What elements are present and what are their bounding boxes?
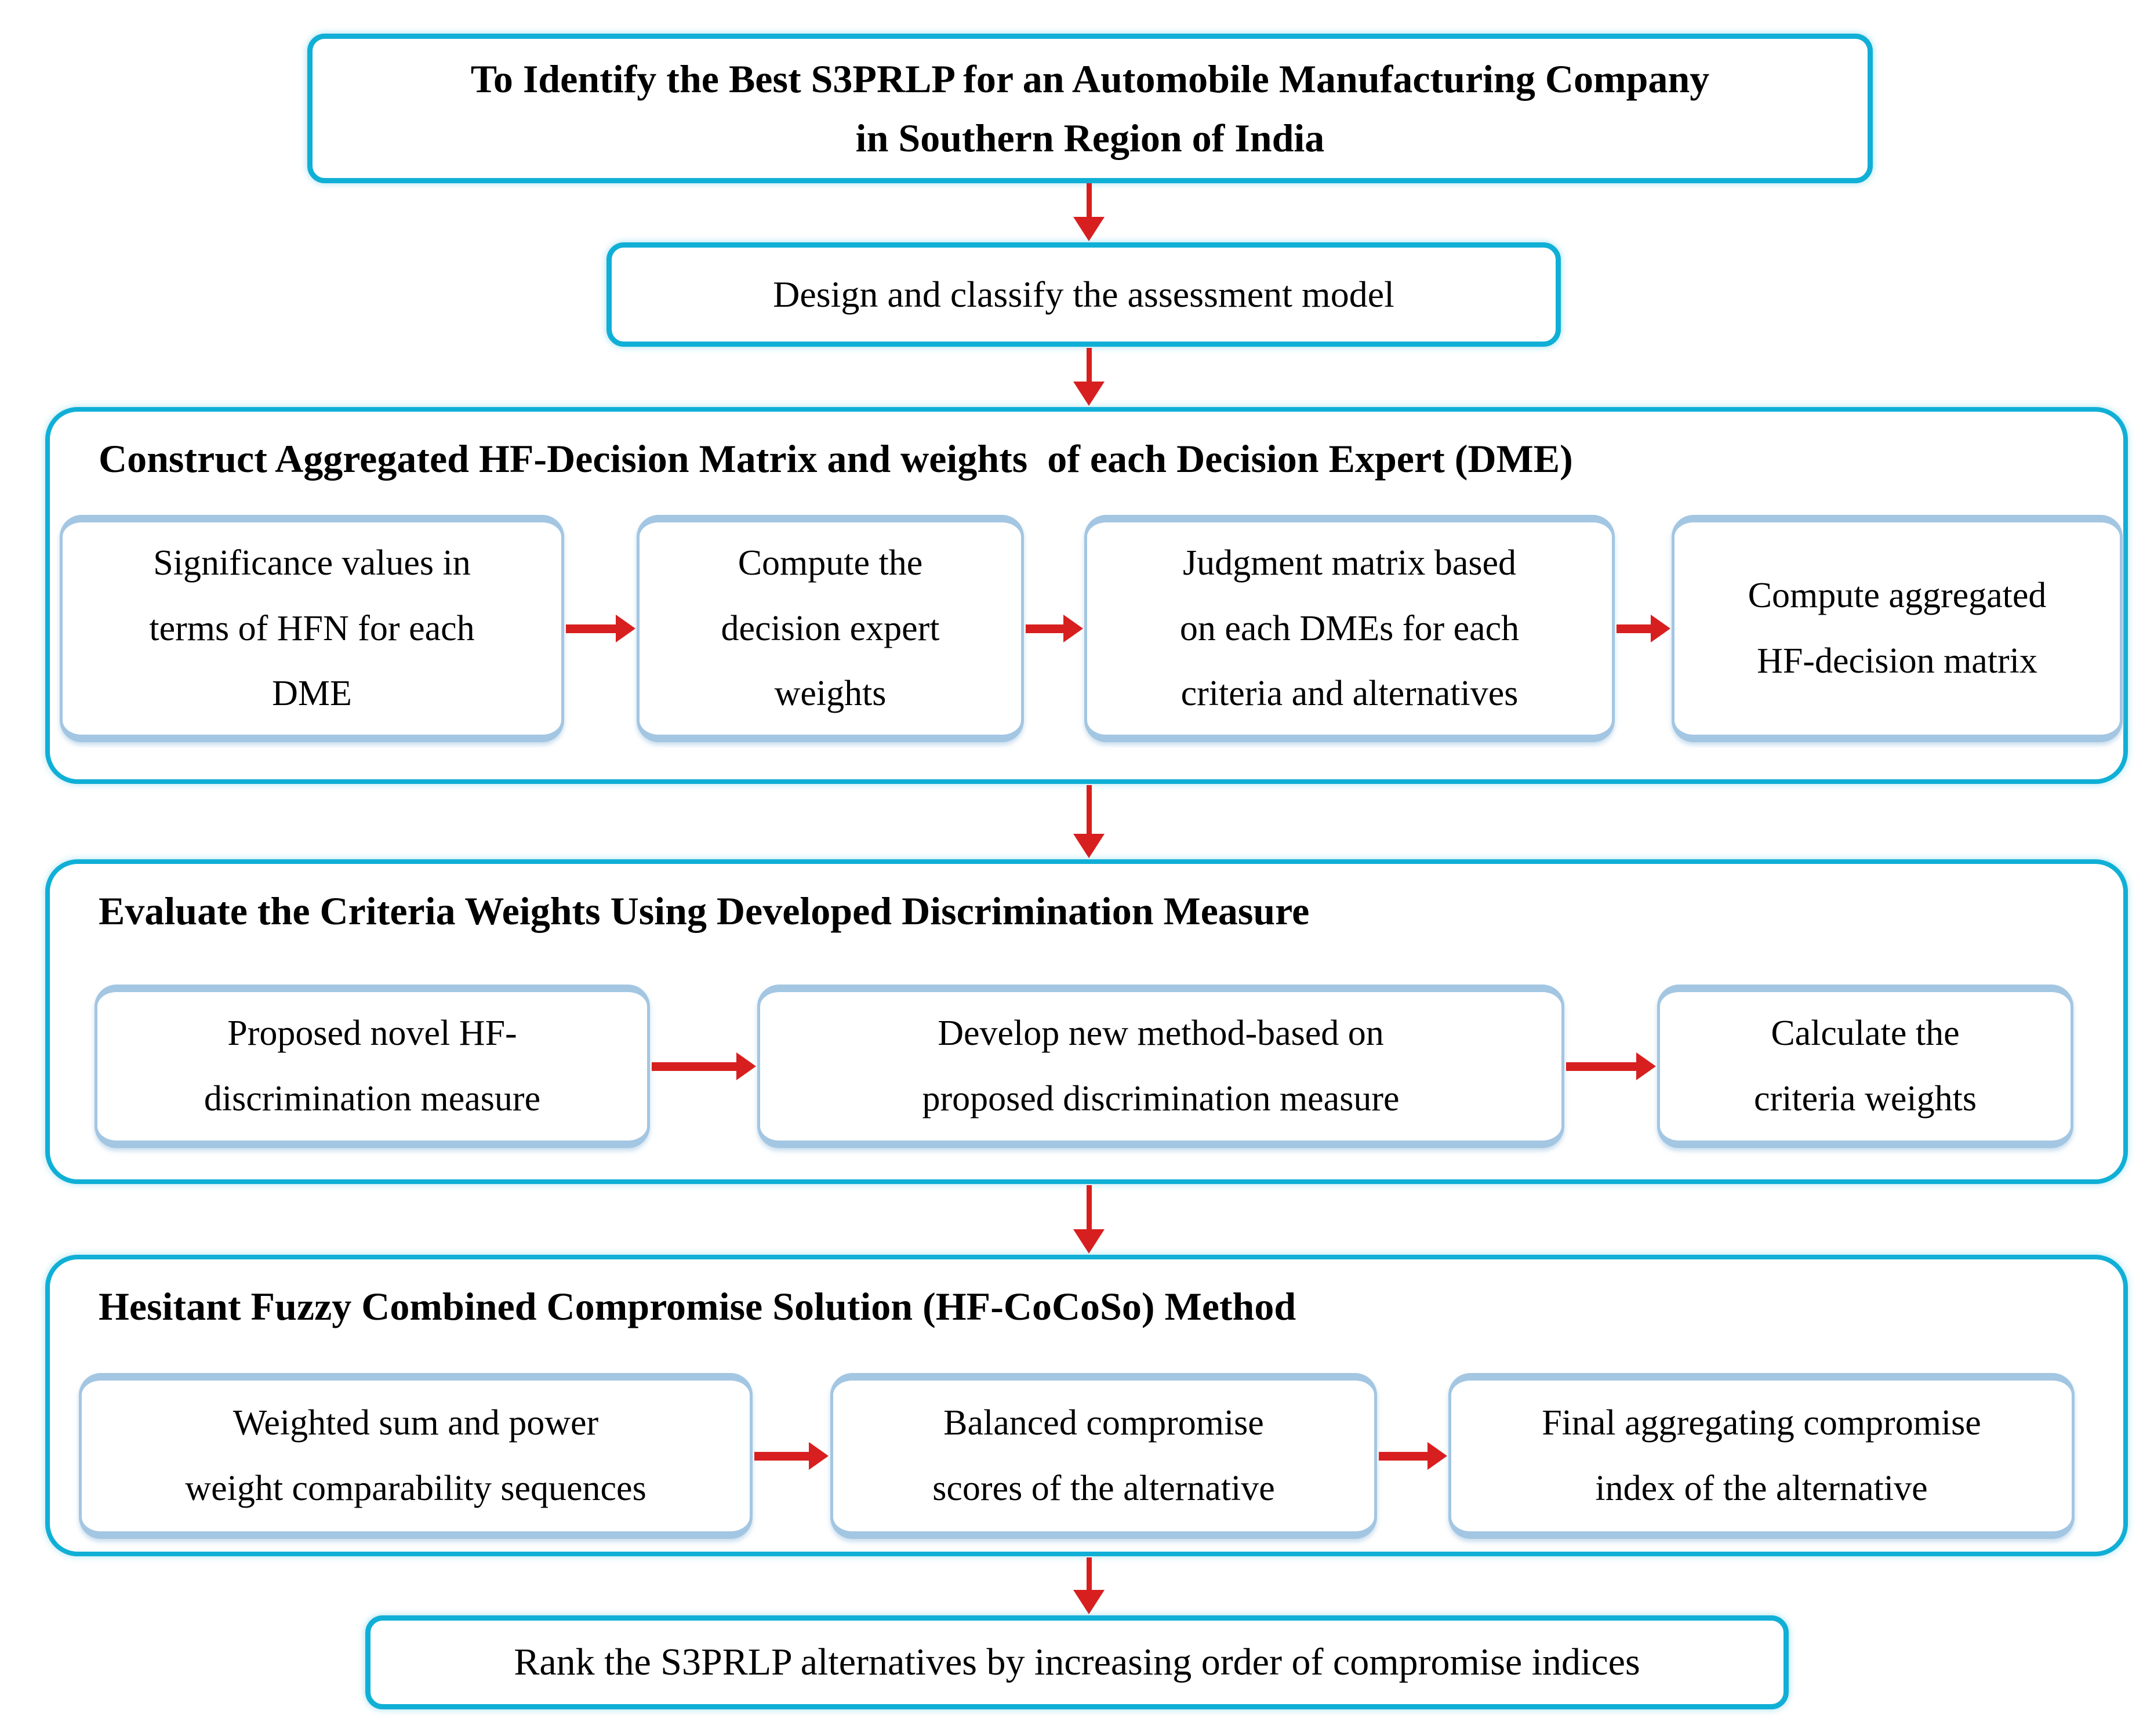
section-title: Evaluate the Criteria Weights Using Deve… [99,889,1310,933]
text-line: Final aggregating compromise [1542,1403,1981,1443]
step-box-final-index: Final aggregating compromise index of th… [1448,1373,2075,1539]
step-box-balanced-scores: Balanced compromise scores of the altern… [830,1373,1377,1539]
text-line: criteria and alternatives [1180,674,1519,714]
arrow-right-icon [754,1442,829,1470]
arrow-down-icon [1073,348,1105,406]
text-line: proposed discrimination measure [922,1079,1400,1118]
text-line: discrimination measure [204,1079,541,1118]
final-box: Rank the S3PRLP alternatives by increasi… [365,1615,1789,1709]
text-line: Develop new method-based on [938,1014,1384,1054]
text-line: terms of HFN for each [149,608,475,648]
text-line: Calculate the [1771,1014,1960,1054]
text-line: on each DMEs for each [1179,608,1520,648]
step-box-aggregated-matrix: Compute aggregated HF-decision matrix [1672,515,2123,742]
text-line: DME [272,674,352,714]
step-box-comparability-sequences: Weighted sum and power weight comparabil… [79,1373,753,1539]
step-box-develop-method: Develop new method-based on proposed dis… [757,985,1564,1148]
section-title: Hesitant Fuzzy Combined Compromise Solut… [99,1284,1296,1328]
text-line: Significance values in [153,543,471,583]
arrow-right-icon [1617,615,1670,642]
text-line: weights [774,674,887,714]
arrow-right-icon [652,1052,756,1080]
section-title: Construct Aggregated HF-Decision Matrix … [99,437,1573,481]
goal-text-line-1: To Identify the Best S3PRLP for an Autom… [470,57,1710,101]
step-box-calculate-weights: Calculate the criteria weights [1657,985,2073,1148]
text-line: HF-decision matrix [1757,641,2037,681]
section-construct-matrix: Construct Aggregated HF-Decision Matrix … [45,407,2128,784]
arrow-down-icon [1073,183,1105,241]
final-label: Rank the S3PRLP alternatives by increasi… [514,1640,1640,1683]
arrow-down-icon [1073,785,1105,858]
goal-text-line-2: in Southern Region of India [855,116,1325,160]
arrow-down-icon [1073,1185,1105,1254]
goal-box: To Identify the Best S3PRLP for an Autom… [307,34,1873,183]
arrow-right-icon [566,615,635,642]
arrow-right-icon [1026,615,1083,642]
text-line: Weighted sum and power [233,1403,599,1443]
step-box-judgment-matrix: Judgment matrix based on each DMEs for e… [1084,515,1615,742]
text-line: criteria weights [1754,1079,1977,1118]
text-line: scores of the alternative [932,1469,1275,1508]
text-line: decision expert [721,608,940,648]
text-line: Compute aggregated [1748,576,2047,616]
design-step-box: Design and classify the assessment model [606,242,1561,347]
section-cocoso-method: Hesitant Fuzzy Combined Compromise Solut… [45,1255,2128,1556]
text-line: weight comparability sequences [185,1469,646,1508]
text-line: Balanced compromise [943,1403,1264,1443]
text-line: index of the alternative [1595,1469,1928,1508]
arrow-right-icon [1379,1442,1447,1470]
step-box-novel-hf-measure: Proposed novel HF- discrimination measur… [95,985,650,1148]
arrow-down-icon [1073,1557,1105,1614]
step-box-significance-values: Significance values in terms of HFN for … [60,515,564,742]
text-line: Judgment matrix based [1182,543,1517,583]
design-step-label: Design and classify the assessment model [773,274,1394,315]
text-line: Compute the [738,543,923,583]
step-box-expert-weights: Compute the decision expert weights [637,515,1024,742]
text-line: Proposed novel HF- [227,1014,517,1054]
arrow-right-icon [1566,1052,1656,1080]
section-criteria-weights: Evaluate the Criteria Weights Using Deve… [45,859,2128,1184]
